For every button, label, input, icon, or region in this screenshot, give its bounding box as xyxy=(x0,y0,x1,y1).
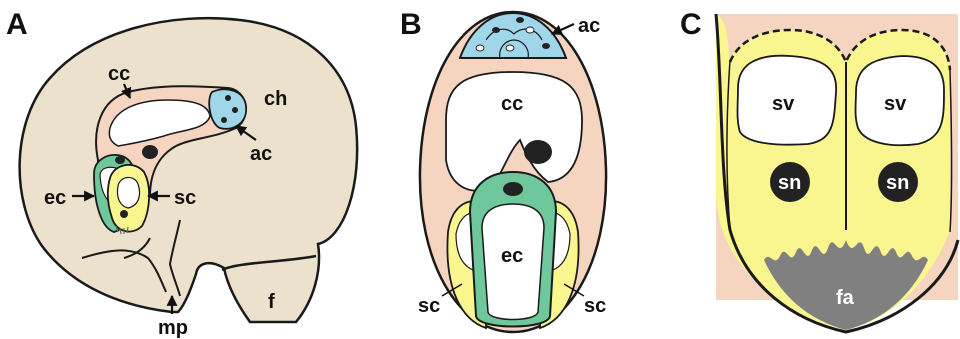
antipodal-vacuole xyxy=(476,45,484,51)
panel-a: A cc ch xyxy=(6,8,357,339)
label-sc-right-b: sc xyxy=(584,295,606,317)
antipodal-nucleus-b xyxy=(542,43,550,49)
panel-b-letter: B xyxy=(400,8,422,41)
panel-c-letter: C xyxy=(680,8,702,41)
label-cc-b: cc xyxy=(501,93,523,115)
label-ec-a: ec xyxy=(44,187,66,209)
antipodal-cap-b xyxy=(460,13,566,58)
antipodal-nucleus xyxy=(225,95,231,101)
label-mp: mp xyxy=(158,317,188,339)
label-sc-left-b: sc xyxy=(418,295,440,317)
label-sv-left: sv xyxy=(772,93,795,115)
label-sv-right: sv xyxy=(884,93,907,115)
label-sn-right: sn xyxy=(886,172,909,194)
egg-nucleus-a xyxy=(115,156,125,164)
label-sc-a: sc xyxy=(174,187,196,209)
antipodal-nucleus-b xyxy=(516,17,524,23)
antipodal-nucleus xyxy=(221,117,227,123)
label-fa: fa xyxy=(836,287,855,309)
label-ec-b: ec xyxy=(501,245,523,267)
ovule-body xyxy=(20,18,358,322)
egg-nucleus-b xyxy=(503,182,523,196)
polar-nucleus-b xyxy=(524,140,552,164)
panel-c: C sv sv sn sn fa xyxy=(680,8,958,332)
synergid-nucleus-a xyxy=(120,210,128,218)
label-sn-left: sn xyxy=(778,172,801,194)
panel-a-letter: A xyxy=(6,8,28,41)
label-ac-b: ac xyxy=(578,15,600,37)
antipodal-vacuole xyxy=(526,27,534,33)
label-ac-a: ac xyxy=(250,143,272,165)
synergid-vacuole-a xyxy=(117,177,139,208)
label-ch: ch xyxy=(264,88,287,110)
label-f: f xyxy=(268,291,275,313)
antipodal-nucleus-b xyxy=(492,27,500,33)
panel-b: B ac cc ec sc sc xyxy=(400,8,606,332)
polar-nucleus-a xyxy=(142,145,158,159)
label-cc-a: cc xyxy=(108,63,130,85)
antipodal-vacuole xyxy=(506,45,514,51)
antipodal-nucleus xyxy=(232,107,238,113)
